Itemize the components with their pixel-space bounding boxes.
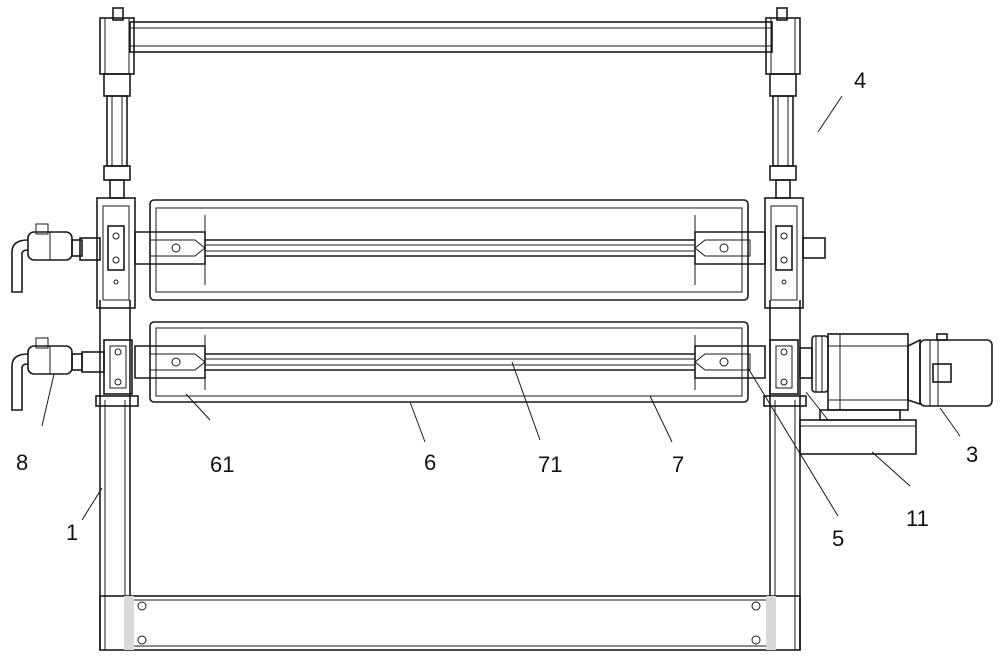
label-4: 4 <box>854 68 866 93</box>
lower-right-bearing <box>763 339 807 407</box>
lower-roller-frame <box>134 321 766 403</box>
right-cylinder <box>769 73 797 199</box>
label-8: 8 <box>16 450 28 475</box>
label-71: 71 <box>538 452 562 477</box>
label-3: 3 <box>966 442 978 467</box>
lower-rotary-joint <box>11 337 83 411</box>
left-top-block <box>99 7 135 75</box>
left-upright <box>99 300 131 650</box>
part-labels: 4 8 61 6 71 7 3 11 5 1 <box>16 68 978 551</box>
label-1: 1 <box>66 520 78 545</box>
upper-rotary-joint <box>11 223 83 293</box>
right-top-block <box>765 7 801 75</box>
label-5: 5 <box>832 526 844 551</box>
label-7: 7 <box>672 452 684 477</box>
drive-base <box>799 391 917 455</box>
upper-left-bearing-block <box>79 197 136 309</box>
top-cross-beam <box>129 21 773 53</box>
bottom-cross-beam <box>99 595 801 651</box>
gearbox <box>827 333 921 411</box>
label-61: 61 <box>210 452 234 477</box>
label-6: 6 <box>424 450 436 475</box>
drive-coupling <box>799 335 829 393</box>
motor <box>919 333 993 407</box>
left-cylinder <box>103 73 131 199</box>
upper-roller-frame <box>134 199 766 301</box>
upper-right-bearing-block <box>764 197 826 309</box>
leader-lines <box>41 95 961 521</box>
lower-left-bearing <box>81 339 139 407</box>
label-11: 11 <box>906 506 929 531</box>
